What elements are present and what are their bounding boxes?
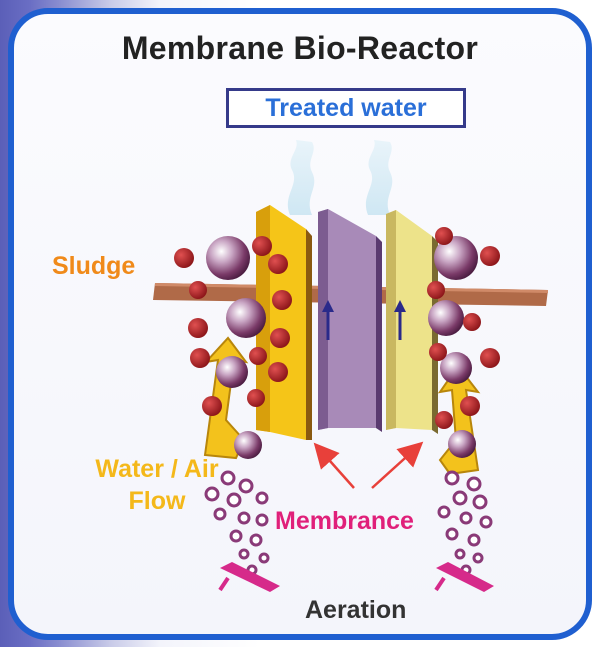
- treated-water-text: Treated water: [265, 93, 427, 122]
- diagram-title: Membrane Bio-Reactor: [121, 30, 479, 66]
- up-arrow-center: [322, 300, 334, 340]
- air-bubbles-right: [437, 470, 493, 576]
- sludge-bubbles-large: [206, 236, 478, 459]
- treated-water-label: Treated water: [226, 88, 466, 128]
- aeration-diffuser-right: [434, 562, 494, 592]
- water-air-flow-label: Water / Air Flow: [62, 453, 252, 517]
- membrance-label: Membrance: [275, 507, 414, 535]
- membrance-pointer-right: [371, 441, 424, 489]
- sludge-particles: [174, 227, 500, 429]
- treated-water-plume-left: [287, 140, 315, 215]
- water-air-flow-line1: Water / Air: [95, 455, 219, 483]
- aeration-label: Aeration: [305, 596, 407, 624]
- membrane-right-pale: [386, 210, 438, 434]
- aeration-diffuser-left: [218, 562, 280, 592]
- treated-water-plume-right: [365, 140, 393, 215]
- up-arrow-right: [394, 300, 406, 340]
- sludge-label: Sludge: [52, 252, 136, 280]
- membrance-pointer-left: [313, 442, 355, 489]
- membrane-center-purple: [318, 209, 382, 432]
- water-air-flow-line2: Flow: [128, 487, 186, 515]
